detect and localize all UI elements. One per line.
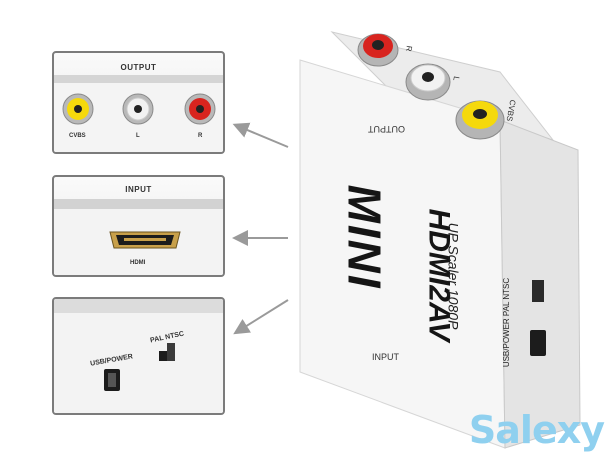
- top-red-jack-icon: [357, 33, 399, 67]
- rca-jacks-closeup: [54, 75, 223, 152]
- input-detail-panel: INPUT HDMI: [52, 175, 225, 277]
- top-white-jack-icon: [405, 63, 451, 101]
- output-detail-panel: OUTPUT CVBS L R: [52, 51, 225, 154]
- output-panel-title: OUTPUT: [120, 63, 157, 72]
- device-brand: MINI: [338, 184, 391, 290]
- power-side-closeup: [54, 299, 223, 413]
- cvbs-label: CVBS: [69, 133, 86, 139]
- r-jack-icon: [184, 93, 216, 125]
- mini-usb-port-icon: [104, 369, 120, 391]
- pal-ntsc-switch-icon: [159, 343, 175, 361]
- l-label: L: [136, 133, 140, 139]
- device-subtitle: UP Scaler 1080P: [445, 222, 462, 330]
- input-panel-title: INPUT: [125, 185, 152, 194]
- device-side-label: USB/POWER PAL NTSC: [502, 277, 512, 368]
- power-detail-panel: USB/POWER PAL NTSC: [52, 297, 225, 415]
- r-label: R: [198, 133, 203, 139]
- device-r-label: R: [403, 44, 414, 53]
- top-yellow-jack-icon: [455, 100, 505, 140]
- hdmi-port-closeup: [54, 199, 223, 275]
- hdmi-label: HDMI: [130, 260, 146, 266]
- side-usb-port-icon: [530, 330, 546, 356]
- l-jack-icon: [122, 93, 154, 125]
- salexy-watermark: Salexy: [468, 408, 605, 452]
- side-switch-icon: [532, 280, 544, 302]
- cvbs-jack-icon: [62, 93, 94, 125]
- device-input-label: INPUT: [372, 352, 399, 362]
- hdmi-port-icon: [109, 231, 181, 249]
- device-output-label: OUTPUT: [368, 124, 405, 134]
